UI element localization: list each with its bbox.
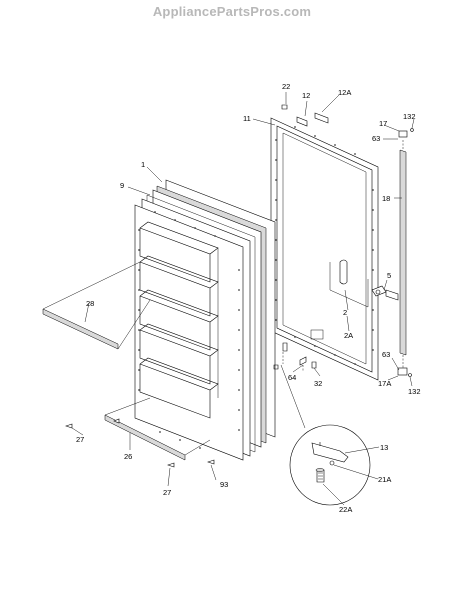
label-12a: 12A bbox=[338, 88, 351, 97]
outer-panel-screw-dots bbox=[275, 126, 374, 365]
label-63-bottom: 63 bbox=[382, 350, 390, 359]
inner-door-liner bbox=[134, 204, 244, 461]
label-13: 13 bbox=[380, 443, 388, 452]
top-hinge-parts bbox=[281, 104, 414, 138]
bottom-rail-26 bbox=[104, 397, 211, 461]
inner-panel-screw-dots bbox=[138, 211, 240, 449]
label-12: 12 bbox=[302, 91, 310, 100]
label-93: 93 bbox=[220, 480, 228, 489]
handle-parts bbox=[371, 285, 399, 301]
watermark-text: AppliancePartsPros.com bbox=[152, 4, 312, 19]
label-22a: 22A bbox=[339, 505, 352, 514]
label-132-bottom: 132 bbox=[408, 387, 421, 396]
label-9: 9 bbox=[120, 181, 124, 190]
label-5: 5 bbox=[387, 271, 391, 280]
label-26: 26 bbox=[124, 452, 132, 461]
hinge-strip bbox=[399, 140, 407, 372]
label-2: 2 bbox=[343, 308, 347, 317]
label-27-bottom: 27 bbox=[163, 488, 171, 497]
screws bbox=[65, 418, 215, 468]
label-17: 17 bbox=[379, 119, 387, 128]
label-2a: 2A bbox=[344, 331, 353, 340]
outer-door-panel bbox=[270, 117, 379, 381]
label-27-left: 27 bbox=[76, 435, 84, 444]
label-18: 18 bbox=[382, 194, 390, 203]
label-17a: 17A bbox=[378, 379, 391, 388]
detail-callout bbox=[280, 364, 371, 506]
label-132-top: 132 bbox=[403, 112, 416, 121]
label-28: 28 bbox=[86, 299, 94, 308]
bottom-hinge-parts bbox=[273, 342, 412, 377]
label-64: 64 bbox=[288, 373, 296, 382]
label-11: 11 bbox=[243, 114, 251, 123]
label-63-top: 63 bbox=[372, 134, 380, 143]
label-1: 1 bbox=[141, 160, 145, 169]
label-32: 32 bbox=[314, 379, 322, 388]
shelf-rail-28 bbox=[42, 261, 151, 350]
label-22: 22 bbox=[282, 82, 290, 91]
part-labels: 22 12 12A 11 17 132 63 18 1 9 5 2 2A 28 … bbox=[76, 82, 421, 514]
label-21a: 21A bbox=[378, 475, 391, 484]
door-shelves bbox=[139, 221, 219, 419]
leader-lines bbox=[71, 92, 415, 506]
